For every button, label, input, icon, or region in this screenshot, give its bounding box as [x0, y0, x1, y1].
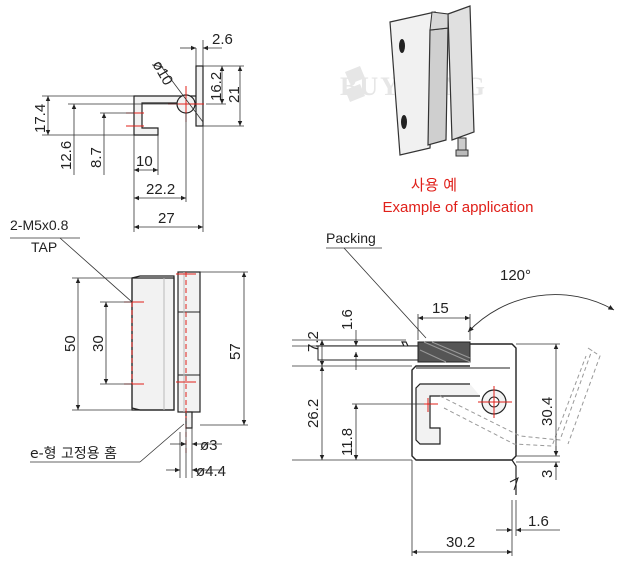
- packing-label: Packing: [326, 230, 376, 246]
- screw-hole-top: [399, 39, 405, 53]
- dim-15: 15: [432, 300, 449, 317]
- angle-label: 120°: [500, 267, 531, 284]
- dim-27: 27: [158, 210, 175, 227]
- dim-57: 57: [227, 343, 244, 360]
- dim-30: 30: [90, 335, 107, 352]
- door-frame: [411, 343, 517, 461]
- hinge-leaf-right: [447, 5, 475, 141]
- side-view: 2.6 ø10 16.2 21 17.4 12.6 8.7 10 22.2 27: [32, 31, 244, 232]
- dim-diameter-10: ø10: [149, 58, 177, 89]
- dim-21: 21: [226, 86, 243, 103]
- screw-hole-bottom: [401, 115, 407, 129]
- tap-label: TAP: [31, 239, 57, 255]
- hinge-illustration: BUYOUNG 사용 예 Example of application: [340, 5, 534, 216]
- dim-30-4: 30.4: [539, 397, 556, 426]
- dim-16-2: 16.2: [208, 72, 225, 101]
- hinge-knuckle: [427, 27, 449, 146]
- dim-22-2: 22.2: [146, 181, 175, 198]
- application-title-en: Example of application: [383, 199, 534, 216]
- thread-label: 2-M5x0.8: [10, 217, 69, 233]
- dim-30-2: 30.2: [446, 534, 475, 551]
- dim-2-6: 2.6: [212, 31, 233, 48]
- dim-10: 10: [136, 153, 153, 170]
- side-view-leaf: [195, 65, 204, 127]
- installation-view: 120° Packing 15 7.2 1.6 26.2 11.8 30.4 3: [292, 230, 615, 556]
- dim-1-6-right: 1.6: [528, 513, 549, 530]
- open-position-ghost: [439, 349, 593, 441]
- dim-3: 3: [539, 470, 556, 478]
- packing-block: [417, 341, 471, 363]
- front-view: 2-M5x0.8 TAP 50 30 57 ø3 ø4.4 e-형 고정용 홈: [10, 217, 248, 480]
- dim-1-6-left: 1.6: [339, 309, 356, 330]
- front-view-knuckle: [177, 271, 201, 413]
- installed-hinge-bracket: [415, 383, 480, 445]
- opening-angle-arc: [467, 294, 615, 333]
- dim-8-7: 8.7: [88, 147, 105, 168]
- dim-7-2: 7.2: [305, 331, 322, 352]
- dim-diameter-3: ø3: [200, 437, 218, 454]
- dim-12-6: 12.6: [58, 141, 75, 170]
- front-view-pin: [185, 411, 193, 429]
- dim-diameter-4-4: ø4.4: [196, 463, 226, 480]
- application-title-ko: 사용 예: [411, 176, 457, 194]
- dim-17-4: 17.4: [32, 104, 49, 133]
- front-view-plate: [131, 277, 175, 411]
- groove-label: e-형 고정용 홈: [30, 446, 117, 462]
- watermark-logo-icon: [345, 66, 365, 102]
- dim-26-2: 26.2: [305, 399, 322, 428]
- dim-11-8: 11.8: [339, 428, 356, 456]
- dim-50: 50: [62, 335, 79, 352]
